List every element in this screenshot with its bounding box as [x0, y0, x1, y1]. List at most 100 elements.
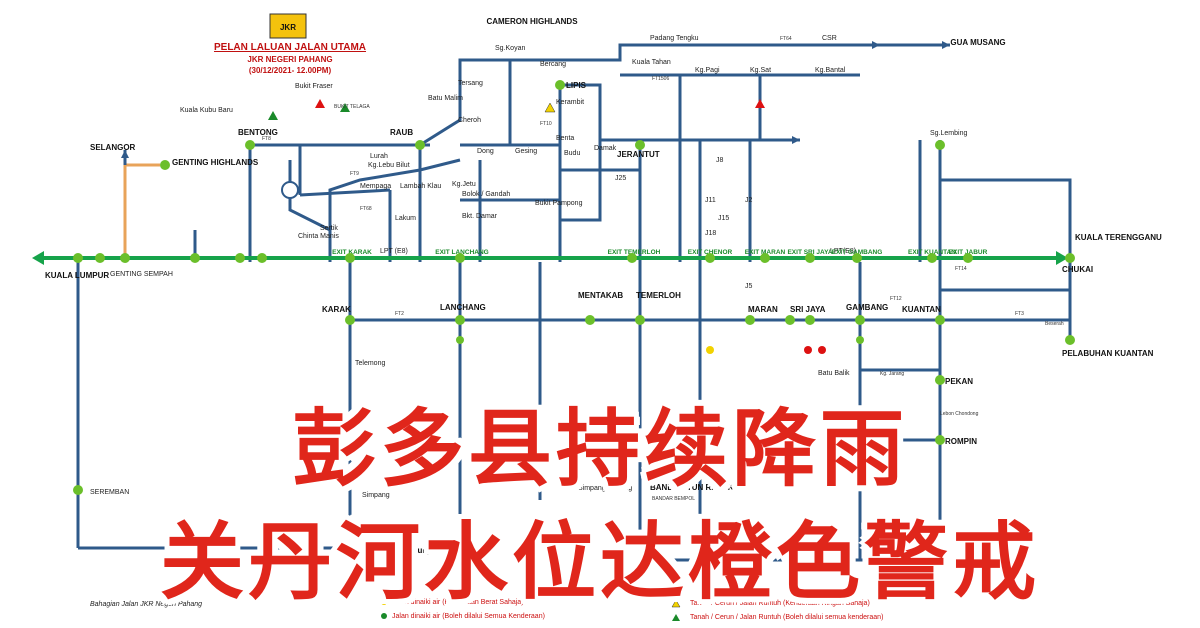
svg-text:Kg.Pagi: Kg.Pagi — [695, 67, 720, 74]
exit-label: EXIT GAMBANG — [832, 249, 883, 256]
svg-text:Simpang: Simpang — [362, 492, 390, 499]
flood-marker-icon — [818, 346, 826, 354]
svg-text:Kg.Bantal: Kg.Bantal — [815, 67, 846, 74]
svg-text:Batu Malim: Batu Malim — [428, 95, 463, 102]
landslide-icon — [340, 103, 350, 112]
svg-text:BENTONG: BENTONG — [238, 128, 278, 137]
svg-text:FT1506: FT1506 — [652, 76, 669, 82]
svg-text:J15: J15 — [718, 215, 729, 222]
svg-text:Beserah: Beserah — [1045, 321, 1064, 327]
map-title: PELAN LALUAN JALAN UTAMA — [214, 42, 366, 53]
svg-text:Bkt. Damar: Bkt. Damar — [462, 213, 498, 220]
svg-text:KUALA TERENGGANU: KUALA TERENGGANU — [1075, 233, 1162, 242]
svg-text:Lurah: Lurah — [370, 153, 388, 160]
svg-text:Kg.Lebu Bilut: Kg.Lebu Bilut — [368, 162, 410, 169]
svg-text:Budu: Budu — [564, 150, 580, 157]
map-subtitle: JKR NEGERI PAHANG — [247, 55, 332, 64]
svg-text:Batu Balik: Batu Balik — [818, 370, 850, 377]
svg-text:SEREMBAN: SEREMBAN — [90, 489, 129, 496]
svg-text:Benta: Benta — [556, 135, 574, 142]
svg-text:Tersang: Tersang — [458, 80, 483, 87]
svg-text:RAUB: RAUB — [390, 128, 413, 137]
svg-text:PELABUHAN KUANTAN: PELABUHAN KUANTAN — [1062, 349, 1154, 358]
lpt-highway: LPT (E8) LPT(E8) — [32, 248, 1068, 265]
place-labels: CAMERON HIGHLANDS GUA MUSANG SELANGOR GE… — [45, 17, 1162, 502]
exit-label: EXIT MARAN — [745, 249, 786, 256]
jkr-logo: JKR — [269, 13, 307, 39]
svg-text:BUKIT TELAGA: BUKIT TELAGA — [334, 104, 370, 110]
svg-text:FT14: FT14 — [955, 266, 967, 272]
svg-text:J2: J2 — [745, 197, 753, 204]
headline-line-1: 彭多县持续降雨 — [291, 400, 908, 498]
arrow-right-icon — [1056, 251, 1068, 265]
map-legend: Petunjuk Jalan dinaiki air (Kenderaan Be… — [90, 546, 883, 621]
svg-text:SELANGOR: SELANGOR — [90, 143, 136, 152]
svg-text:GENTING HIGHLANDS: GENTING HIGHLANDS — [172, 158, 259, 167]
svg-text:FT68: FT68 — [360, 206, 372, 212]
landslide-icon — [315, 99, 325, 108]
svg-text:PEKAN: PEKAN — [945, 377, 973, 386]
svg-text:Kerambit: Kerambit — [556, 99, 584, 106]
roundabout-icon — [281, 181, 299, 199]
svg-text:J5: J5 — [745, 283, 753, 290]
svg-text:TEMERLOH: TEMERLOH — [636, 291, 681, 300]
svg-text:Petunjuk: Petunjuk — [405, 546, 439, 555]
svg-text:LPT (E8): LPT (E8) — [380, 248, 408, 255]
arrow-up-icon — [121, 150, 129, 158]
landslide-icon — [268, 111, 278, 120]
svg-text:CSR: CSR — [822, 35, 837, 42]
exit-label: EXIT KARAK — [332, 249, 372, 256]
svg-text:KUANTAN: KUANTAN — [902, 305, 941, 314]
svg-text:Cheroh: Cheroh — [458, 117, 481, 124]
exit-label: EXIT KUANTAN — [908, 249, 956, 256]
exit-label: EXIT LANCHANG — [435, 249, 488, 256]
svg-text:CAMERON HIGHLANDS: CAMERON HIGHLANDS — [486, 17, 578, 26]
arrow-left-icon — [32, 251, 44, 265]
highway-exits: EXIT KARAK EXIT LANCHANG EXIT TEMERLOH E… — [332, 249, 987, 256]
svg-text:SRI JAYA: SRI JAYA — [790, 305, 826, 314]
svg-text:FT10: FT10 — [540, 121, 552, 127]
svg-text:Bolok / Gandah: Bolok / Gandah — [462, 191, 510, 198]
svg-text:Jalan dinaiki air (Boleh dilal: Jalan dinaiki air (Boleh dilalui Semua K… — [392, 613, 545, 620]
town-nodes — [73, 80, 1075, 495]
svg-text:FT64: FT64 — [780, 36, 792, 42]
exit-label: EXIT JABUR — [949, 249, 988, 256]
svg-text:GENTING SEMPAH: GENTING SEMPAH — [110, 271, 173, 278]
headline-line-2: 关丹河水位达橙色警戒 — [159, 513, 1040, 611]
svg-text:Padang Tengku: Padang Tengku — [650, 35, 699, 42]
svg-text:JKR: JKR — [280, 23, 296, 32]
svg-text:Tanah / Cerun / Jalan Runtuh (: Tanah / Cerun / Jalan Runtuh (Boleh dila… — [690, 614, 883, 621]
svg-text:JERANTUT: JERANTUT — [617, 150, 660, 159]
map-date: (30/12/2021- 12.00PM) — [249, 66, 332, 75]
svg-text:Telemong: Telemong — [355, 360, 385, 367]
svg-text:FT8: FT8 — [262, 136, 271, 142]
svg-text:GUA MUSANG: GUA MUSANG — [950, 38, 1005, 47]
svg-text:Bukit Pampong: Bukit Pampong — [535, 200, 583, 207]
svg-text:FT2: FT2 — [395, 311, 404, 317]
svg-text:Tanah / Cerun / Jalan Runtuh (: Tanah / Cerun / Jalan Runtuh (Kenderaan … — [690, 600, 870, 607]
landslide-icon — [544, 102, 556, 113]
exit-label: EXIT TEMERLOH — [608, 249, 661, 256]
svg-text:J8: J8 — [716, 157, 724, 164]
flood-marker-icon — [706, 346, 714, 354]
svg-text:Bukit Fraser: Bukit Fraser — [295, 83, 333, 90]
svg-text:MENTAKAB: MENTAKAB — [578, 291, 623, 300]
svg-text:Jalan dinaiki air (Kenderaan B: Jalan dinaiki air (Kenderaan Berat Sahaj… — [392, 599, 524, 606]
svg-text:J11: J11 — [705, 197, 716, 204]
svg-text:Dong: Dong — [477, 148, 494, 155]
exit-label: EXIT SRI JAYA — [787, 249, 832, 256]
svg-text:ROMPIN: ROMPIN — [945, 437, 977, 446]
svg-text:J25: J25 — [615, 175, 626, 182]
svg-text:Gesing: Gesing — [515, 148, 537, 155]
svg-text:MARAN: MARAN — [748, 305, 778, 314]
svg-text:Kuala Tahan: Kuala Tahan — [632, 59, 671, 66]
svg-text:KUALA LUMPUR: KUALA LUMPUR — [45, 271, 109, 280]
svg-text:Chinta Manis: Chinta Manis — [298, 233, 339, 240]
svg-text:Kg.Sat: Kg.Sat — [750, 67, 771, 74]
svg-text:Lambah Klau: Lambah Klau — [400, 183, 441, 190]
svg-text:LIPIS: LIPIS — [566, 81, 587, 90]
svg-text:BANDAR TUN RAZAK: BANDAR TUN RAZAK — [650, 483, 734, 492]
svg-text:Bercang: Bercang — [540, 61, 566, 68]
svg-text:Damak: Damak — [594, 145, 617, 152]
